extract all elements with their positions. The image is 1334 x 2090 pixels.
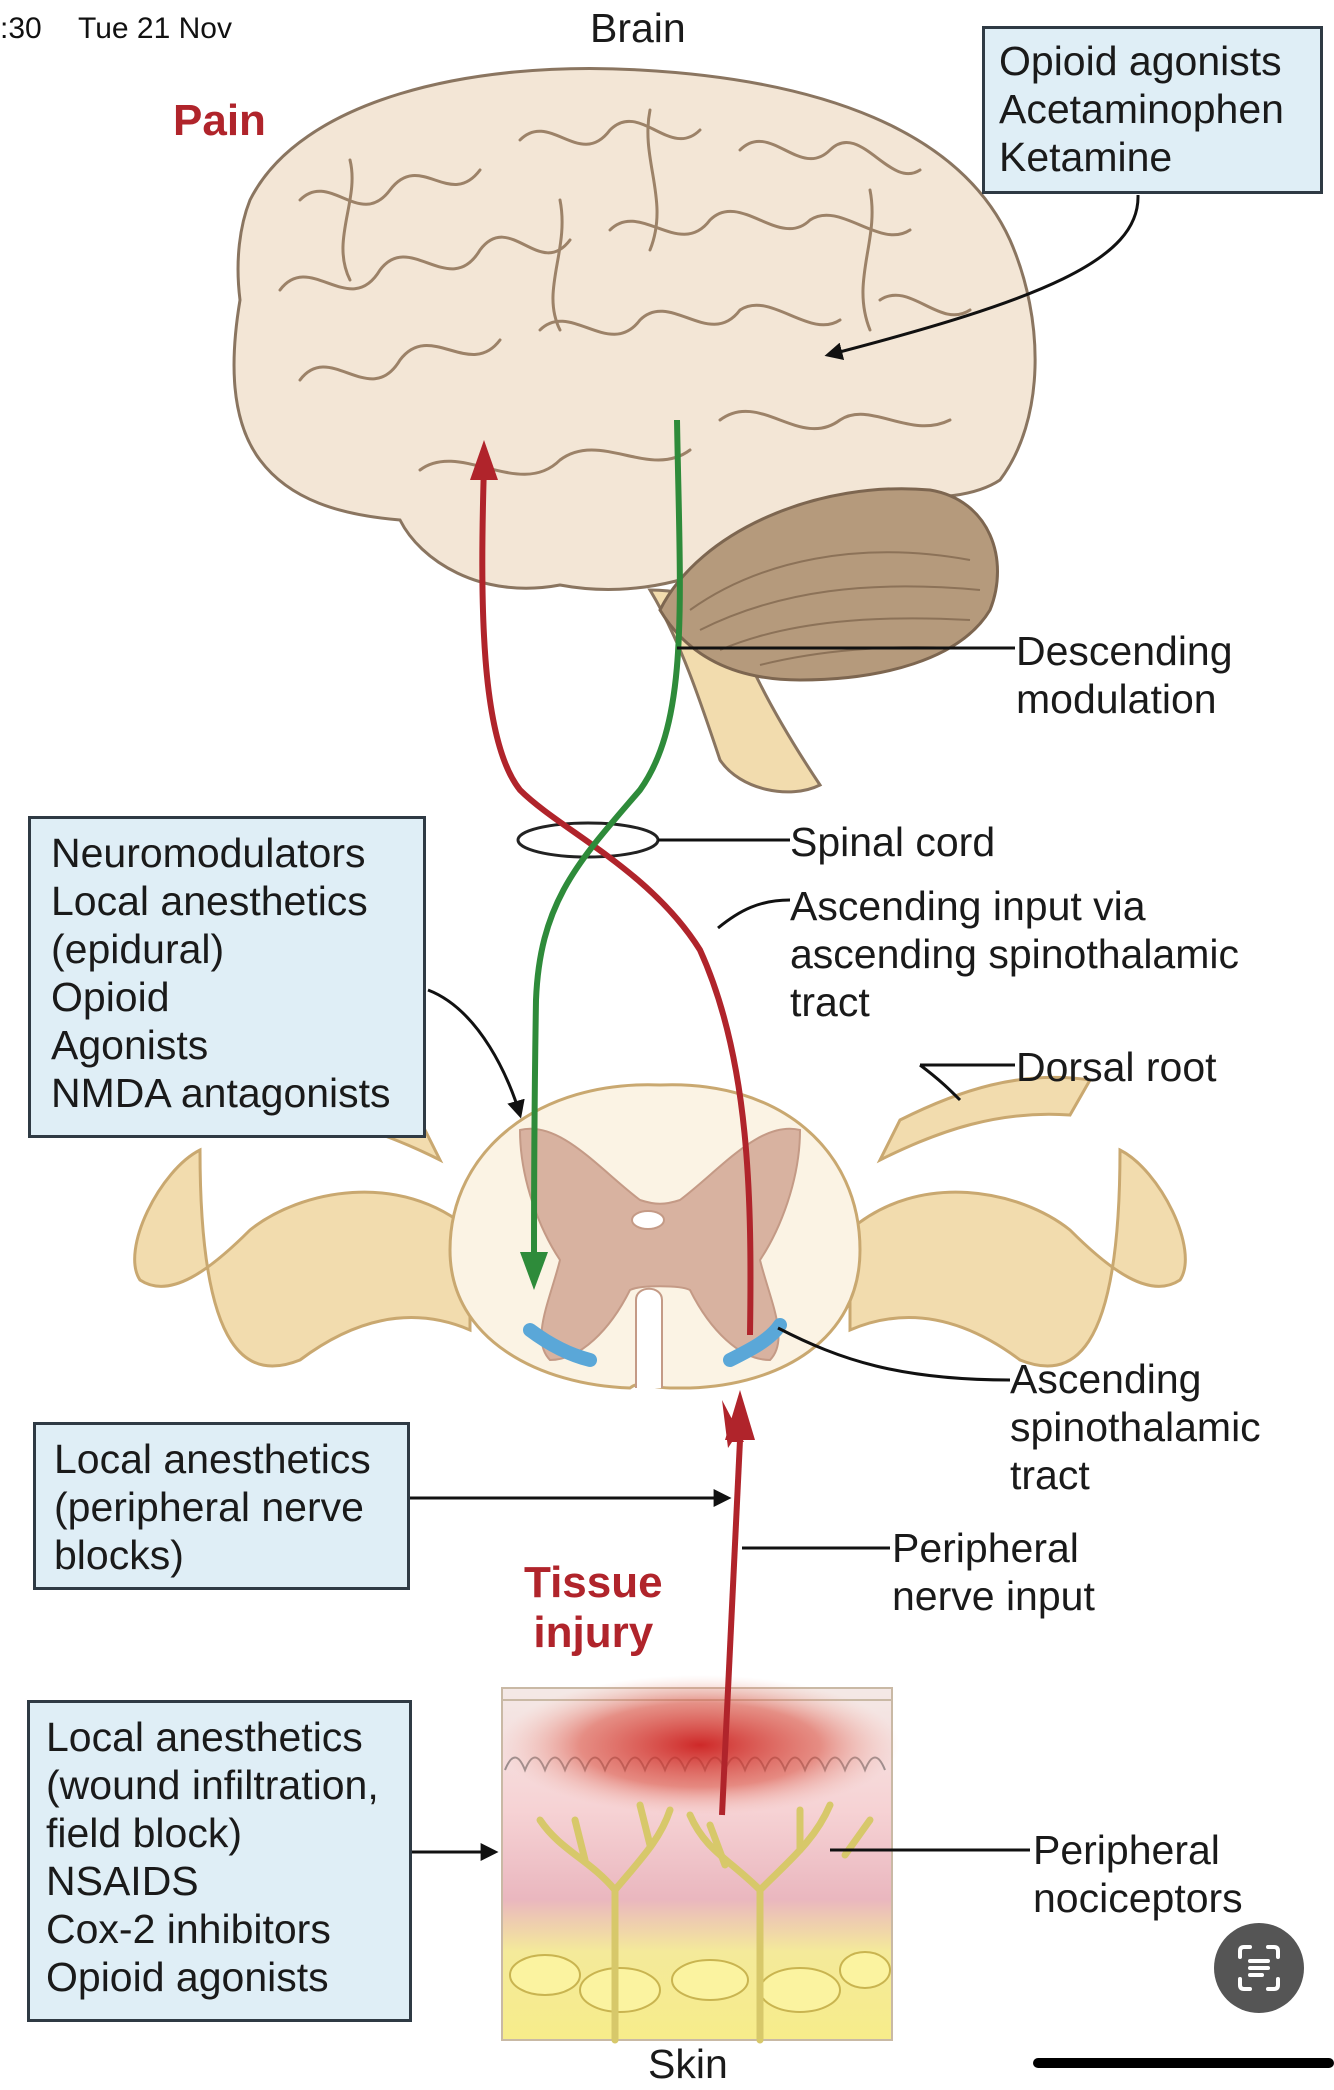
brain-illustration (232, 67, 1037, 794)
live-text-icon (1238, 1945, 1280, 1991)
skin-illustration (500, 1675, 900, 2044)
label-peripheral-nerve-input: Peripheral nerve input (892, 1525, 1095, 1619)
drug-box-spinal: Neuromodulators Local anesthetics (epidu… (28, 816, 426, 1138)
ascending-pain-pathway (470, 440, 755, 1816)
label-tissue-injury: Tissue injury (524, 1558, 663, 1657)
live-text-button[interactable] (1214, 1923, 1304, 2013)
status-time: :30 (0, 12, 42, 45)
label-dorsal-root: Dorsal root (1016, 1044, 1217, 1090)
label-ascending-input: Ascending input via ascending spinothala… (790, 883, 1239, 1025)
descending-modulation-pathway (520, 419, 683, 1290)
label-descending-modulation: Descending modulation (1016, 628, 1233, 722)
status-date: Tue 21 Nov (78, 12, 232, 45)
label-peripheral-nociceptors: Peripheral nociceptors (1033, 1827, 1243, 1921)
label-spinal-cord: Spinal cord (790, 819, 996, 865)
home-indicator[interactable] (1033, 2058, 1334, 2068)
label-skin: Skin (648, 2041, 728, 2087)
drug-box-skin: Local anesthetics (wound infiltration, f… (27, 1700, 412, 2022)
drug-box-peripheral-nerve: Local anesthetics (peripheral nerve bloc… (33, 1422, 410, 1590)
drug-box-brain: Opioid agonists Acetaminophen Ketamine (982, 26, 1323, 194)
label-pain: Pain (173, 96, 266, 145)
label-brain: Brain (590, 5, 686, 51)
label-ascending-tract: Ascending spinothalamic tract (1010, 1356, 1261, 1498)
